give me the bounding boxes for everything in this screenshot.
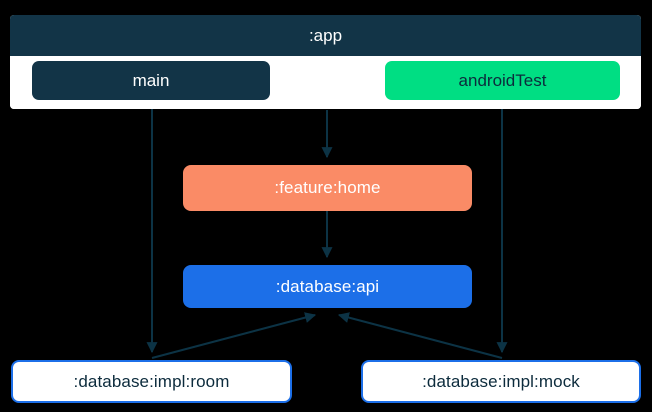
- subgraph-app-body: main androidTest: [10, 56, 641, 109]
- subgraph-app[interactable]: :app main androidTest: [10, 15, 641, 109]
- subgraph-app-title: :app: [10, 15, 641, 56]
- source-set-main[interactable]: main: [32, 61, 270, 100]
- node-database-impl-room[interactable]: :database:impl:room: [11, 360, 292, 403]
- edge-database-impl-room-to-database-api: [151, 312, 317, 359]
- node-feature-home[interactable]: :feature:home: [183, 165, 472, 211]
- source-set-androidtest[interactable]: androidTest: [385, 61, 620, 100]
- edge-database-impl-mock-to-database-api: [337, 312, 503, 359]
- node-database-api[interactable]: :database:api: [183, 265, 472, 308]
- node-database-impl-mock[interactable]: :database:impl:mock: [361, 360, 641, 403]
